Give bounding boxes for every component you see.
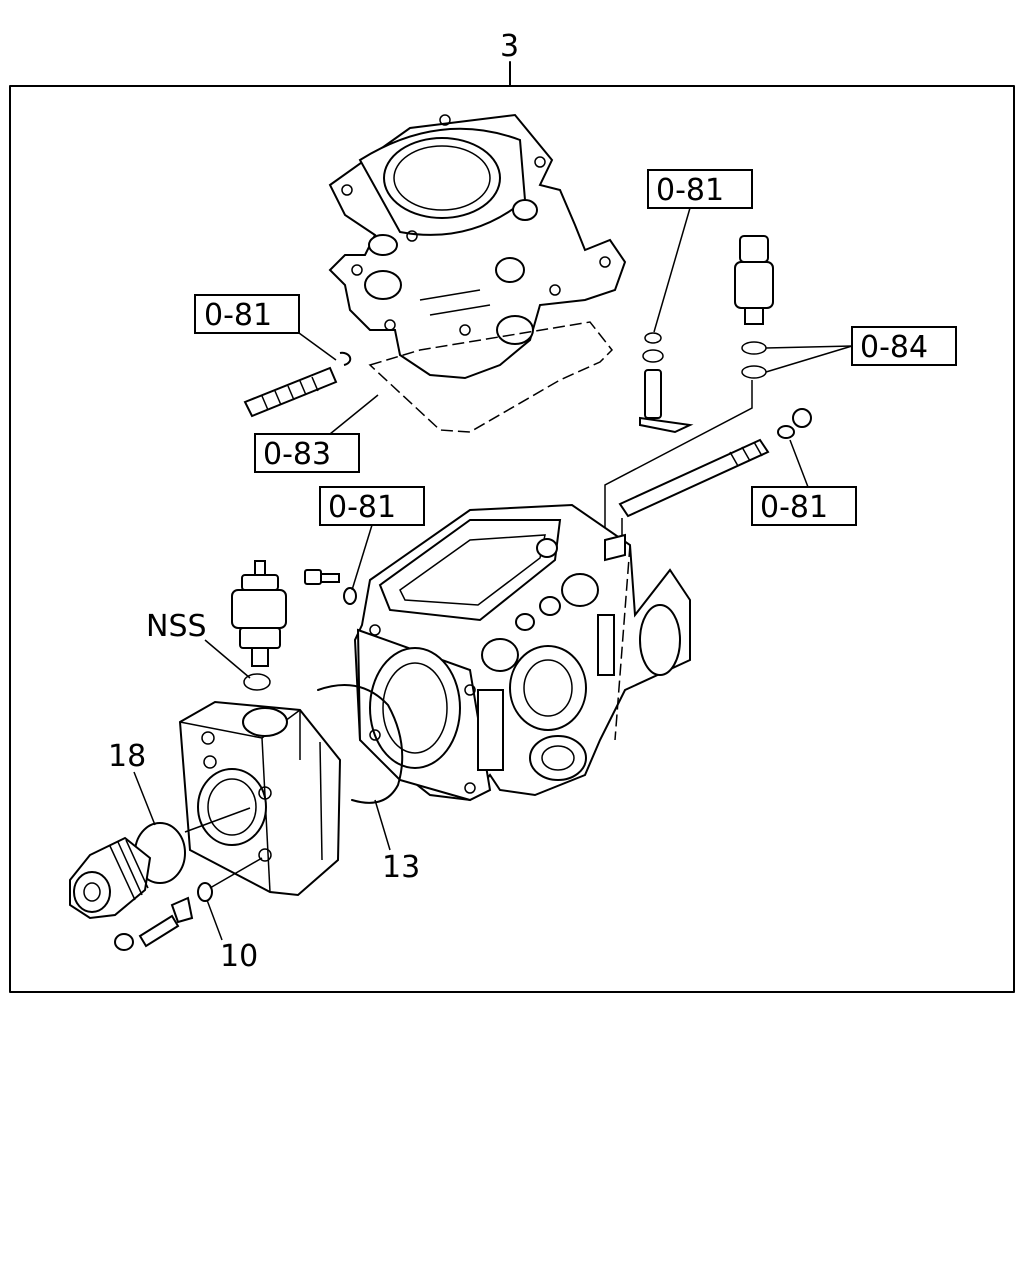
callout-083: 0-83 bbox=[263, 437, 331, 472]
threaded-plug bbox=[69, 836, 152, 920]
leader-083 bbox=[329, 394, 379, 435]
leader-nss bbox=[204, 639, 251, 679]
callout-box-081-left bbox=[194, 294, 300, 334]
leader-10 bbox=[206, 899, 223, 941]
bottom-screw bbox=[114, 882, 213, 951]
upper-cover-housing bbox=[328, 113, 627, 380]
leader-084-b bbox=[765, 345, 853, 373]
small-bolt bbox=[304, 569, 357, 605]
assembly-number-label: 3 bbox=[500, 29, 519, 64]
leader-18 bbox=[133, 771, 156, 826]
callout-nss: NSS bbox=[146, 609, 207, 644]
leader-081-left bbox=[298, 332, 337, 361]
callout-081-right: 0-81 bbox=[760, 490, 828, 525]
left-screw bbox=[243, 351, 352, 418]
leader-081-top bbox=[653, 207, 691, 333]
pump-body bbox=[353, 503, 691, 802]
callout-box-081-right bbox=[751, 486, 857, 526]
callout-084: 0-84 bbox=[860, 330, 928, 365]
callout-box-081-mid bbox=[319, 486, 425, 526]
leader-screw-axis bbox=[209, 857, 263, 889]
leader-084-a bbox=[765, 345, 853, 349]
upper-middle-valve bbox=[639, 332, 694, 434]
callout-18: 18 bbox=[108, 739, 146, 774]
leader-081-right bbox=[789, 439, 809, 488]
leader-13 bbox=[374, 799, 391, 851]
callout-081-mid: 0-81 bbox=[328, 490, 396, 525]
callout-box-081-top bbox=[647, 169, 753, 209]
callout-081-top: 0-81 bbox=[656, 173, 724, 208]
callout-081-left: 0-81 bbox=[204, 298, 272, 333]
leader-081-mid bbox=[351, 524, 373, 591]
assembly-frame bbox=[9, 85, 1015, 993]
callout-10: 10 bbox=[220, 939, 258, 974]
callout-box-083 bbox=[254, 433, 360, 473]
right-stud-bolt bbox=[618, 408, 812, 518]
solenoid-valve bbox=[231, 560, 287, 691]
upper-right-valve bbox=[734, 235, 774, 379]
front-cover bbox=[178, 700, 342, 897]
callout-13: 13 bbox=[382, 850, 420, 885]
leader-plug-axis bbox=[184, 807, 251, 833]
cover-gasket bbox=[368, 321, 614, 433]
o-ring-13 bbox=[317, 684, 404, 804]
